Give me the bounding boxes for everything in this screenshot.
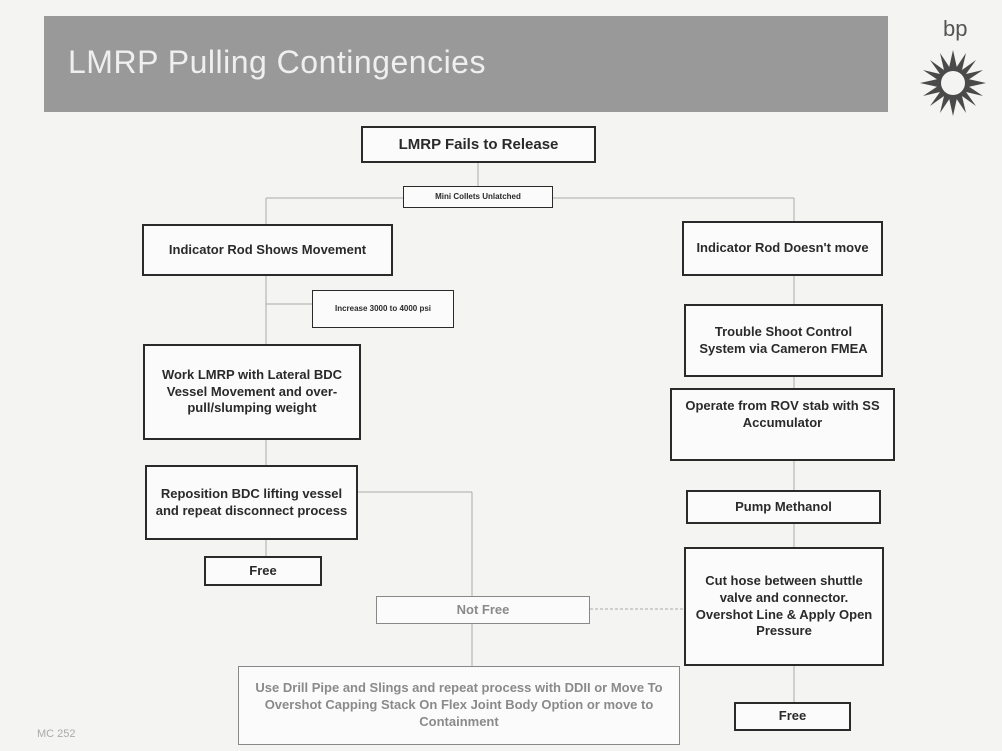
node-indicator-rod-shows-movement: Indicator Rod Shows Movement — [142, 224, 393, 276]
bp-logo-text: bp — [943, 16, 968, 41]
node-trouble-shoot: Trouble Shoot Control System via Cameron… — [684, 304, 883, 377]
node-not-free: Not Free — [376, 596, 590, 624]
node-drill-pipe-option: Use Drill Pipe and Slings and repeat pro… — [238, 666, 680, 745]
node-increase-pressure: Increase 3000 to 4000 psi — [312, 290, 454, 328]
node-pump-methanol: Pump Methanol — [686, 490, 881, 524]
bp-helios-logo-icon — [920, 50, 986, 116]
node-indicator-rod-doesnt-move: Indicator Rod Doesn't move — [682, 221, 883, 276]
node-lmrp-fails-to-release: LMRP Fails to Release — [361, 126, 596, 163]
node-operate-from-rov: Operate from ROV stab with SS Accumulato… — [670, 388, 895, 461]
node-cut-hose: Cut hose between shuttle valve and conne… — [684, 547, 884, 666]
title-bar: LMRP Pulling Contingencies — [44, 16, 888, 112]
node-mini-collets-unlatched: Mini Collets Unlatched — [403, 186, 553, 208]
node-free-left: Free — [204, 556, 322, 586]
node-free-right: Free — [734, 702, 851, 731]
node-reposition-bdc: Reposition BDC lifting vessel and repeat… — [145, 465, 358, 540]
footer-label: MC 252 — [37, 728, 76, 740]
page-title: LMRP Pulling Contingencies — [68, 44, 486, 80]
node-work-lmrp: Work LMRP with Lateral BDC Vessel Moveme… — [143, 344, 361, 440]
